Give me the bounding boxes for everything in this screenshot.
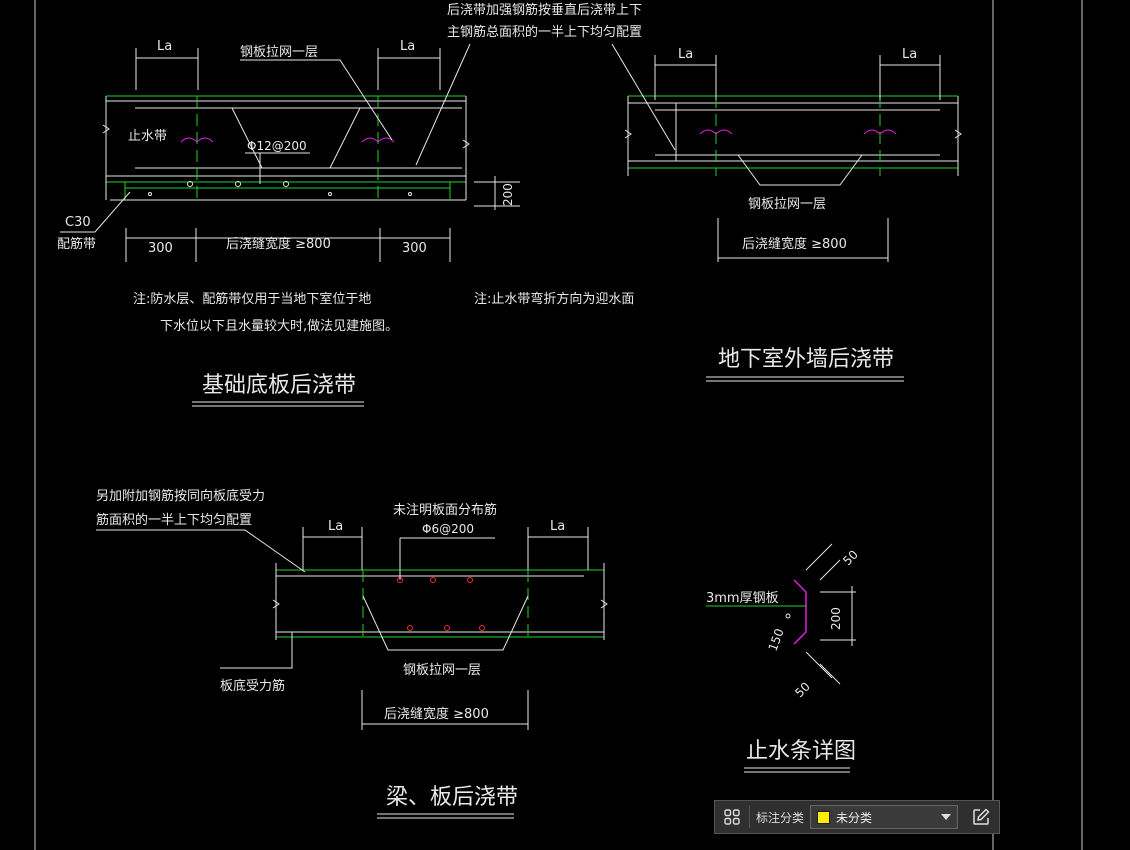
- d3-dist-bar: 未注明板面分布筋: [393, 502, 497, 518]
- d3-dim-width: 后浇缝宽度 ≥800: [384, 706, 489, 722]
- annotation-category-toolbar: 标注分类 未分类: [714, 800, 1000, 834]
- d2-title: 地下室外墙后浇带: [718, 347, 894, 372]
- category-dropdown[interactable]: 未分类: [810, 805, 959, 829]
- diagram-beam-slab: [96, 527, 608, 819]
- d3-note-line1: 另加附加钢筋按同向板底受力: [96, 488, 265, 504]
- diagram-waterstop-detail: [706, 543, 856, 773]
- toolbar-divider: [749, 806, 750, 828]
- d1-dim-width: 后浇缝宽度 ≥800: [226, 236, 331, 252]
- d1-title: 基础底板后浇带: [202, 373, 356, 398]
- d2-la-right: La: [902, 47, 917, 62]
- top-note-line2: 主钢筋总面积的一半上下均匀配置: [447, 24, 642, 40]
- d1-c30-label: C30: [65, 215, 91, 230]
- category-label: 标注分类: [756, 810, 805, 825]
- d1-rebar-spec: Φ12@200: [247, 139, 307, 153]
- d4-dim-200: 200: [829, 607, 843, 630]
- d3-title: 梁、板后浇带: [386, 785, 518, 810]
- chevron-down-icon: [941, 814, 952, 820]
- d3-note-line2: 筋面积的一半上下均匀配置: [96, 512, 252, 528]
- d1-dim-300-right: 300: [402, 241, 427, 256]
- d1-mesh-label: 钢板拉网一层: [240, 45, 318, 60]
- d1-note-line2: 下水位以下且水量较大时,做法见建施图。: [160, 319, 398, 334]
- d1-la-right: La: [400, 39, 415, 54]
- d3-la-right: La: [550, 519, 565, 534]
- d3-bottom-bar: 板底受力筋: [220, 678, 285, 694]
- d2-dim-width: 后浇缝宽度 ≥800: [742, 236, 847, 252]
- d4-dim-50-top: 50: [840, 547, 861, 568]
- category-selected-value: 未分类: [836, 810, 873, 825]
- d4-title: 止水条详图: [746, 739, 856, 764]
- d2-mesh-label: 钢板拉网一层: [748, 197, 826, 212]
- d1-waterstop-label: 止水带: [128, 129, 167, 144]
- edit-icon-glyph: [973, 808, 990, 825]
- d1-band-label: 配筋带: [57, 236, 96, 252]
- d1-la-left: La: [157, 39, 172, 54]
- d1-dim-200: 200: [501, 183, 515, 206]
- diagram-basement-wall: [611, 43, 962, 382]
- d1-dim-300-left: 300: [148, 241, 173, 256]
- d2-la-left: La: [678, 47, 693, 62]
- d3-la-left: La: [328, 519, 343, 534]
- grid-icon[interactable]: [715, 801, 749, 833]
- d2-note: 注:止水带弯折方向为迎水面: [474, 291, 634, 307]
- d4-dim-50-bottom: 50: [792, 679, 813, 700]
- edit-icon[interactable]: [964, 801, 998, 833]
- d3-dist-bar-spec: Φ6@200: [422, 522, 474, 536]
- d3-mesh-label: 钢板拉网一层: [403, 663, 481, 678]
- d1-note-line1: 注:防水层、配筋带仅用于当地下室位于地: [133, 291, 371, 307]
- top-note-line1: 后浇带加强钢筋按垂直后浇带上下: [447, 2, 642, 18]
- d4-dim-150: 150: [766, 627, 787, 653]
- d4-plate-label: 3mm厚钢板: [706, 591, 779, 606]
- category-color-swatch: [817, 810, 831, 824]
- diagram-foundation-slab: [60, 43, 520, 407]
- grid-icon-glyph: [724, 809, 740, 825]
